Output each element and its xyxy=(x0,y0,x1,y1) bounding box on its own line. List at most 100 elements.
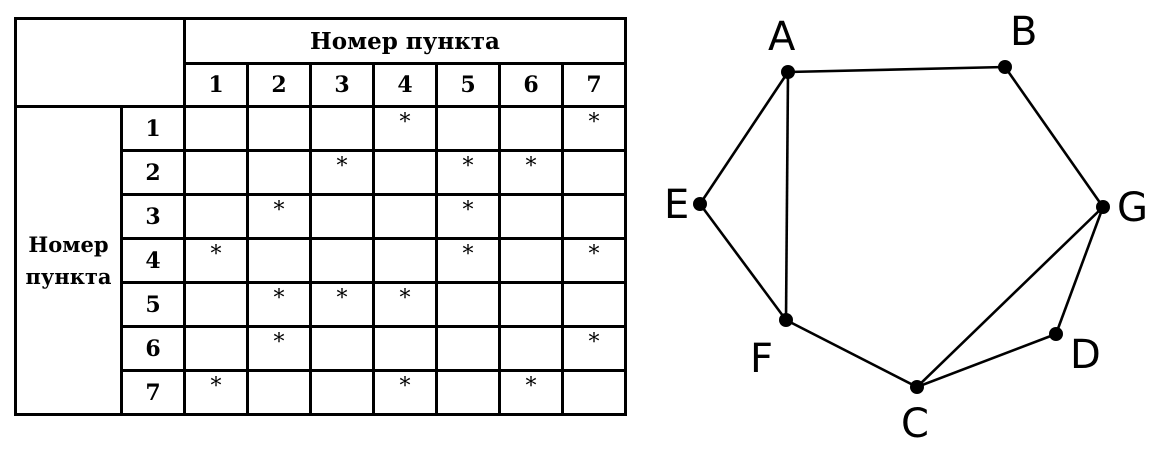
connection-mark: * xyxy=(525,374,537,399)
table-cell xyxy=(498,193,564,240)
table-cell: * xyxy=(372,369,438,416)
row-header-line: Номер xyxy=(28,231,109,257)
node-label-G: G xyxy=(1117,185,1148,231)
connection-mark: * xyxy=(462,154,474,179)
table-cell xyxy=(435,105,501,152)
column-number: 1 xyxy=(183,62,249,108)
node-label-F: F xyxy=(750,336,773,382)
table-cell: * xyxy=(498,369,564,416)
table-cell xyxy=(309,369,375,416)
edge-CD xyxy=(916,332,1057,389)
table-cell xyxy=(498,105,564,152)
table-row: 2 * * * xyxy=(16,149,627,196)
row-number: 7 xyxy=(120,369,186,416)
table-cell: * xyxy=(372,105,438,152)
edge-EF xyxy=(698,203,788,321)
node-D xyxy=(1049,327,1063,341)
row-header: Номер пункта xyxy=(14,105,123,416)
table-cell xyxy=(183,149,249,196)
column-number: 5 xyxy=(435,62,501,108)
edge-BG xyxy=(1003,66,1105,208)
node-label-A: A xyxy=(768,14,796,60)
table-cell xyxy=(498,237,564,284)
table-cell: * xyxy=(309,149,375,196)
connection-mark: * xyxy=(462,242,474,267)
connection-mark: * xyxy=(399,286,411,311)
table-cell: * xyxy=(246,193,312,240)
connection-mark: * xyxy=(273,286,285,311)
table-cell: * xyxy=(183,369,249,416)
column-number: 2 xyxy=(246,62,312,108)
connection-mark: * xyxy=(336,154,348,179)
node-A xyxy=(781,65,795,79)
table-row: 3 * * xyxy=(16,193,627,240)
table-row: 7 * * * xyxy=(16,369,627,416)
node-C xyxy=(910,380,924,394)
table-row: 5*** xyxy=(16,281,627,328)
table-cell xyxy=(309,105,375,152)
table-cell xyxy=(372,325,438,372)
table-cell xyxy=(246,149,312,196)
table-cell xyxy=(372,193,438,240)
table-cell xyxy=(183,105,249,152)
table-cell: * xyxy=(435,193,501,240)
connection-mark: * xyxy=(273,198,285,223)
node-label-C: C xyxy=(901,401,929,447)
connection-mark: * xyxy=(273,330,285,355)
corner-cell xyxy=(14,17,186,108)
table-cell xyxy=(372,237,438,284)
column-number: 6 xyxy=(498,62,564,108)
connection-mark: * xyxy=(210,242,222,267)
column-number: 4 xyxy=(372,62,438,108)
table-cell xyxy=(183,281,249,328)
edge-CG xyxy=(916,206,1104,388)
row-number: 3 xyxy=(120,193,186,240)
table-cell xyxy=(183,325,249,372)
table-cell xyxy=(435,325,501,372)
column-number: 3 xyxy=(309,62,375,108)
edge-FC xyxy=(785,318,918,389)
row-header-line: пункта xyxy=(25,263,112,289)
node-label-B: B xyxy=(1010,9,1037,55)
table-cell: * xyxy=(561,325,627,372)
table-cell xyxy=(246,105,312,152)
edge-AE xyxy=(698,71,790,205)
graph-nodes: A B G E F D C xyxy=(664,9,1148,447)
table-cell xyxy=(498,325,564,372)
connection-mark: * xyxy=(588,242,600,267)
table-cell xyxy=(561,149,627,196)
node-label-E: E xyxy=(664,182,689,228)
table-cell xyxy=(183,193,249,240)
table-cell: * xyxy=(309,281,375,328)
node-E xyxy=(693,197,707,211)
table-cell xyxy=(309,325,375,372)
table-cell: * xyxy=(561,105,627,152)
edge-DG xyxy=(1054,206,1105,335)
connection-mark: * xyxy=(399,374,411,399)
table-cell: * xyxy=(183,237,249,284)
node-F xyxy=(779,313,793,327)
table-cell: * xyxy=(246,325,312,372)
table-cell: * xyxy=(498,149,564,196)
table-row: 4 * * * xyxy=(16,237,627,284)
table-cell xyxy=(372,149,438,196)
column-number: 7 xyxy=(561,62,627,108)
row-number: 2 xyxy=(120,149,186,196)
table-cell: * xyxy=(435,237,501,284)
connection-mark: * xyxy=(336,286,348,311)
table-cell xyxy=(435,369,501,416)
table-cell: * xyxy=(246,281,312,328)
table-cell xyxy=(561,281,627,328)
row-number: 1 xyxy=(120,105,186,152)
table-cell xyxy=(246,369,312,416)
column-header: Номер пункта xyxy=(183,17,627,65)
row-number: 4 xyxy=(120,237,186,284)
table-cell: * xyxy=(372,281,438,328)
node-label-D: D xyxy=(1070,332,1101,378)
connection-mark: * xyxy=(210,374,222,399)
edge-AF xyxy=(784,71,790,321)
table-cell xyxy=(309,237,375,284)
connection-mark: * xyxy=(588,110,600,135)
node-G xyxy=(1096,200,1110,214)
